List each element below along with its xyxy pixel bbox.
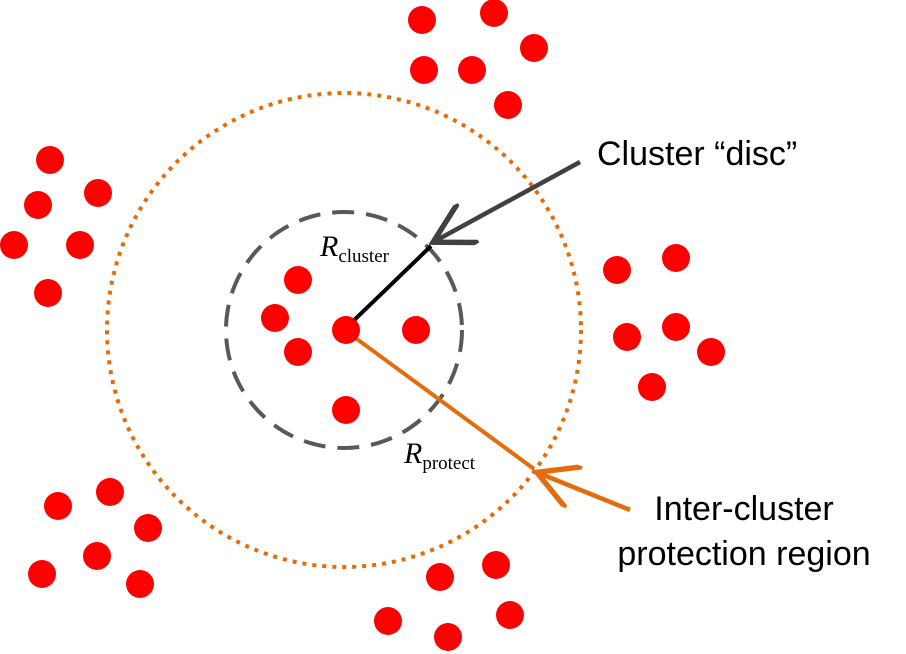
node <box>134 514 162 542</box>
node <box>494 91 522 119</box>
node <box>284 266 312 294</box>
r-cluster-symbol: R <box>319 230 338 263</box>
node <box>434 623 462 651</box>
node <box>0 231 28 259</box>
r-cluster-line <box>344 244 433 330</box>
node <box>458 56 486 84</box>
node <box>126 570 154 598</box>
center-cluster-nodes <box>261 266 430 424</box>
node <box>284 338 312 366</box>
r-protect-subscript: protect <box>422 453 475 474</box>
node <box>36 146 64 174</box>
r-protect-symbol: R <box>403 437 422 470</box>
node <box>374 607 402 635</box>
node <box>520 34 548 62</box>
right-cluster-nodes <box>603 244 725 401</box>
node <box>480 0 508 27</box>
inter-cluster-annotation-line1: Inter-cluster <box>654 490 834 528</box>
bottom-left-cluster-nodes <box>28 478 162 598</box>
node <box>66 231 94 259</box>
r-protect-line <box>344 329 536 471</box>
protection-region-arrow <box>541 474 631 513</box>
node <box>402 316 430 344</box>
bottom-right-cluster-nodes <box>374 551 524 651</box>
node <box>332 396 360 424</box>
cluster-head-node <box>332 316 360 344</box>
node <box>24 191 52 219</box>
node <box>84 179 112 207</box>
node <box>28 560 56 588</box>
node <box>408 6 436 34</box>
inter-cluster-annotation-line2: protection region <box>617 535 870 573</box>
left-cluster-nodes <box>0 146 112 307</box>
node <box>83 542 111 570</box>
node <box>482 551 510 579</box>
node <box>697 338 725 366</box>
node <box>410 56 438 84</box>
r-cluster-subscript: cluster <box>338 246 389 267</box>
node <box>603 256 631 284</box>
top-cluster-nodes <box>408 0 548 119</box>
node <box>44 492 72 520</box>
node <box>662 244 690 272</box>
node <box>426 563 454 591</box>
node <box>34 279 62 307</box>
r-cluster-label: Rcluster <box>319 230 390 267</box>
r-protect-label: Rprotect <box>403 437 476 474</box>
node <box>496 601 524 629</box>
node <box>613 323 641 351</box>
node <box>662 313 690 341</box>
node <box>261 304 289 332</box>
node <box>638 373 666 401</box>
cluster-disc-circle <box>224 210 464 450</box>
protection-region-circle <box>105 91 583 569</box>
cluster-disc-arrow <box>437 160 582 240</box>
node <box>96 478 124 506</box>
cluster-disc-annotation: Cluster “disc” <box>597 135 797 173</box>
